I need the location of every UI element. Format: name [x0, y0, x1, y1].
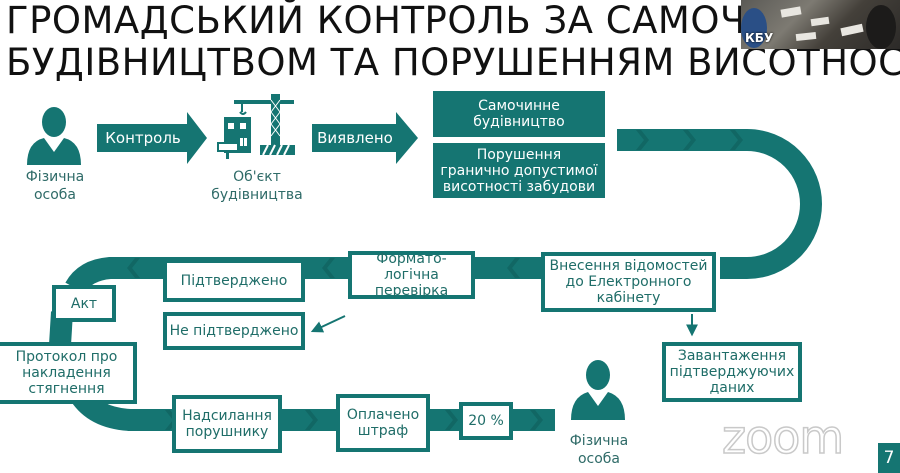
object-caption: Об'єкт будівництва [205, 168, 309, 204]
step-act: Акт [52, 285, 116, 322]
person-icon [571, 360, 625, 420]
box-line: 20 % [468, 413, 504, 429]
box-line: Порушення [476, 146, 562, 163]
box-line: Внесення відомостей [549, 258, 708, 274]
caption-line: особа [33, 187, 77, 203]
caption-line: будівництва [211, 187, 303, 203]
step-confirmed: Підтверджено [163, 259, 305, 302]
caption-line: Фізична [569, 433, 629, 449]
finding-height-violation: Порушення гранично допустимої висотності… [433, 143, 605, 198]
video-thumbnail[interactable]: КБУ [741, 0, 900, 49]
caption-line: Фізична [25, 169, 85, 185]
step-fine-paid: Оплачено штраф [336, 394, 430, 452]
control-label: Контроль [105, 129, 181, 147]
box-line: накладення [22, 365, 111, 381]
box-line: висотності забудови [442, 178, 596, 195]
detected-arrow [312, 112, 418, 164]
step-send-violator: Надсилання порушнику [172, 395, 282, 453]
pipeline-upper [617, 129, 822, 279]
box-line: Самочинне [478, 98, 560, 114]
construction-icon [217, 94, 295, 159]
box-line: порушнику [185, 424, 269, 440]
box-line: Завантаження [677, 348, 787, 364]
box-line: підтверджуючих [669, 364, 795, 380]
box-line: даних [709, 380, 755, 396]
box-line: стягнення [28, 381, 105, 397]
not-confirmed-arrow [310, 315, 346, 333]
step-not-confirmed: Не підтверджено [163, 312, 305, 350]
zoom-watermark: zoom [721, 409, 845, 465]
box-line: Формато-логічна [376, 251, 447, 283]
box-line: будівництво [473, 114, 565, 130]
step-entry-cabinet: Внесення відомостей до Електронного кабі… [541, 252, 716, 312]
pipeline-middle [65, 257, 545, 294]
video-detail [741, 8, 767, 48]
caption-line: Об'єкт [233, 169, 281, 185]
box-line: штраф [357, 423, 409, 439]
detected-label: Виявлено [317, 129, 393, 147]
box-line: кабінету [596, 290, 661, 306]
caption-line: особа [577, 451, 621, 467]
box-line: гранично допустимої [440, 162, 598, 179]
step-format-check: Формато-логічна перевірка [348, 251, 475, 299]
participant-label: КБУ [745, 31, 774, 45]
box-line: до Електронного [565, 274, 692, 290]
box-line: Не підтверджено [169, 323, 299, 339]
box-line: Акт [70, 295, 98, 312]
video-detail [866, 5, 896, 49]
person-icon [27, 107, 81, 165]
box-line: Оплачено [346, 407, 420, 423]
box-line: Протокол про [15, 349, 118, 365]
chevron-marks [127, 130, 743, 430]
page-number: 7 [878, 443, 900, 473]
actor-caption: Фізична особа [14, 168, 96, 204]
finding-unauthorized-construction: Самочинне будівництво [433, 91, 605, 137]
end-actor-caption: Фізична особа [558, 432, 640, 468]
step-percent: 20 % [459, 402, 513, 440]
box-line: Надсилання [182, 408, 272, 424]
box-line: перевірка [374, 283, 449, 299]
step-upload-data: Завантаження підтверджуючих даних [662, 342, 802, 402]
control-arrow [97, 112, 207, 164]
box-line: Підтверджено [180, 272, 288, 289]
step-protocol: Протокол про накладення стягнення [0, 342, 137, 404]
